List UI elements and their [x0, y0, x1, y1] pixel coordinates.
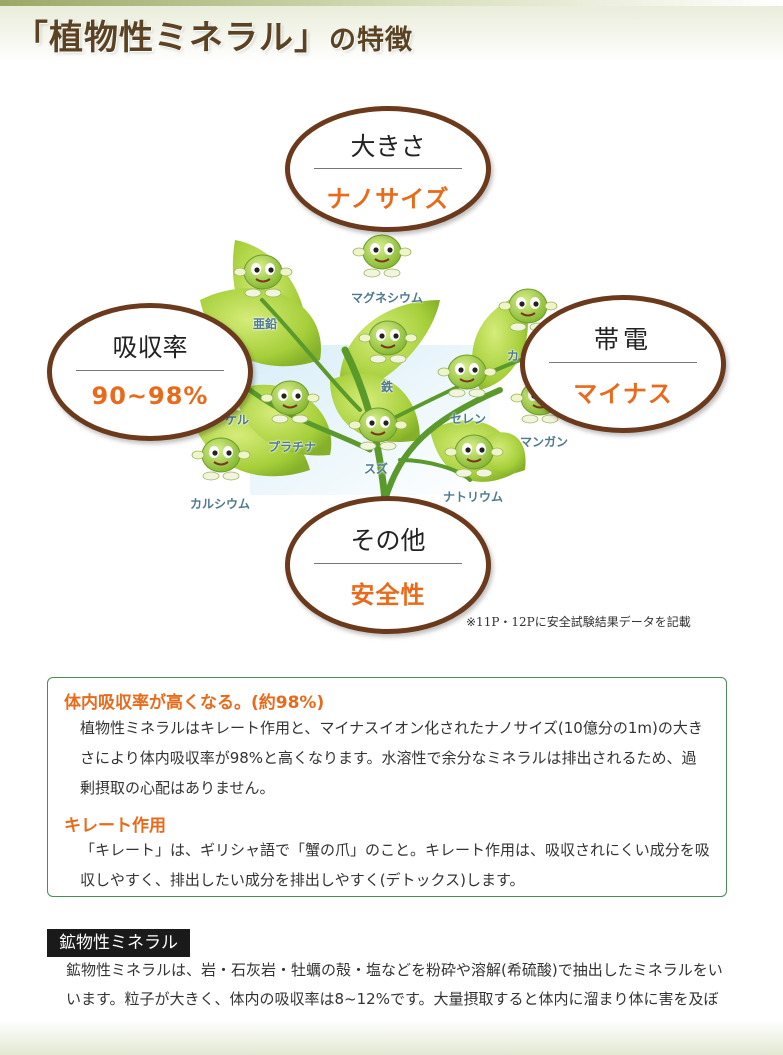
section-tag-mineral: 鉱物性ミネラル [47, 929, 190, 957]
mineral-label-tin: スズ [364, 462, 389, 476]
mineral-label-iron: 鉄 [381, 380, 394, 394]
mineral-label-sodium: ナトリウム [443, 490, 504, 504]
bubble-absorption: 吸収率 90~98% [47, 303, 253, 441]
mineral-label-platinum: プラチナ [268, 440, 317, 454]
info-text-absorption: 植物性ミネラルはキレート作用と、マイナスイオン化されたナノサイズ(10億分の1m… [80, 719, 703, 797]
bubble-charge-value: マイナス [573, 380, 673, 408]
bubble-divider [548, 362, 698, 363]
bubble-absorption-value: 90~98% [91, 382, 209, 410]
page-title: 「植物性ミネラル」の特徴 [14, 10, 413, 59]
mineral-label-zinc: 亜鉛 [253, 317, 278, 331]
header-accent-bar [0, 0, 783, 6]
bubble-divider [313, 168, 463, 169]
mineral-tree-illustration [190, 234, 570, 504]
bubble-charge-title: 帯電 [593, 325, 652, 354]
footer-band [0, 1020, 783, 1055]
mineral-label-magnesium: マグネシウム [351, 291, 424, 305]
bubble-other: その他 安全性 [285, 496, 491, 634]
bubble-charge: 帯電 マイナス [520, 295, 726, 433]
bubble-size: 大きさ ナノサイズ [285, 106, 491, 232]
page-title-suffix: の特徴 [329, 25, 413, 56]
mineral-label-nickel: ケル [225, 413, 250, 427]
bubble-size-title: 大きさ [350, 132, 426, 161]
info-heading-absorption: 体内吸収率が高くなる。(約98%) [64, 693, 325, 713]
header-band [0, 0, 783, 62]
bubble-divider [75, 370, 225, 371]
mineral-character-icon [352, 234, 412, 278]
safety-data-note: ※11P・12Pに安全試験結果データを記載 [466, 615, 691, 629]
mineral-label-calcium: カルシウム [190, 497, 251, 511]
mineral-label-potassium: カ [507, 349, 520, 363]
bubble-other-value: 安全性 [350, 581, 426, 609]
page-title-main: 「植物性ミネラル」 [14, 18, 329, 58]
info-heading-chelate: キレート作用 [64, 816, 166, 836]
bubble-divider [313, 563, 463, 564]
info-text-chelate: 「キレート」は、ギリシャ語で「蟹の爪」のこと。キレート作用は、吸収されにくい成分… [80, 841, 710, 889]
bubble-size-value: ナノサイズ [326, 185, 450, 213]
bubble-absorption-title: 吸収率 [112, 333, 188, 362]
bubble-other-title: その他 [350, 526, 426, 555]
mineral-label-manganese: マンガン [520, 435, 569, 449]
mineral-label-selenium: セレン [450, 412, 487, 426]
info-box: 体内吸収率が高くなる。(約98%) 植物性ミネラルはキレート作用と、マイナスイオ… [47, 677, 727, 897]
